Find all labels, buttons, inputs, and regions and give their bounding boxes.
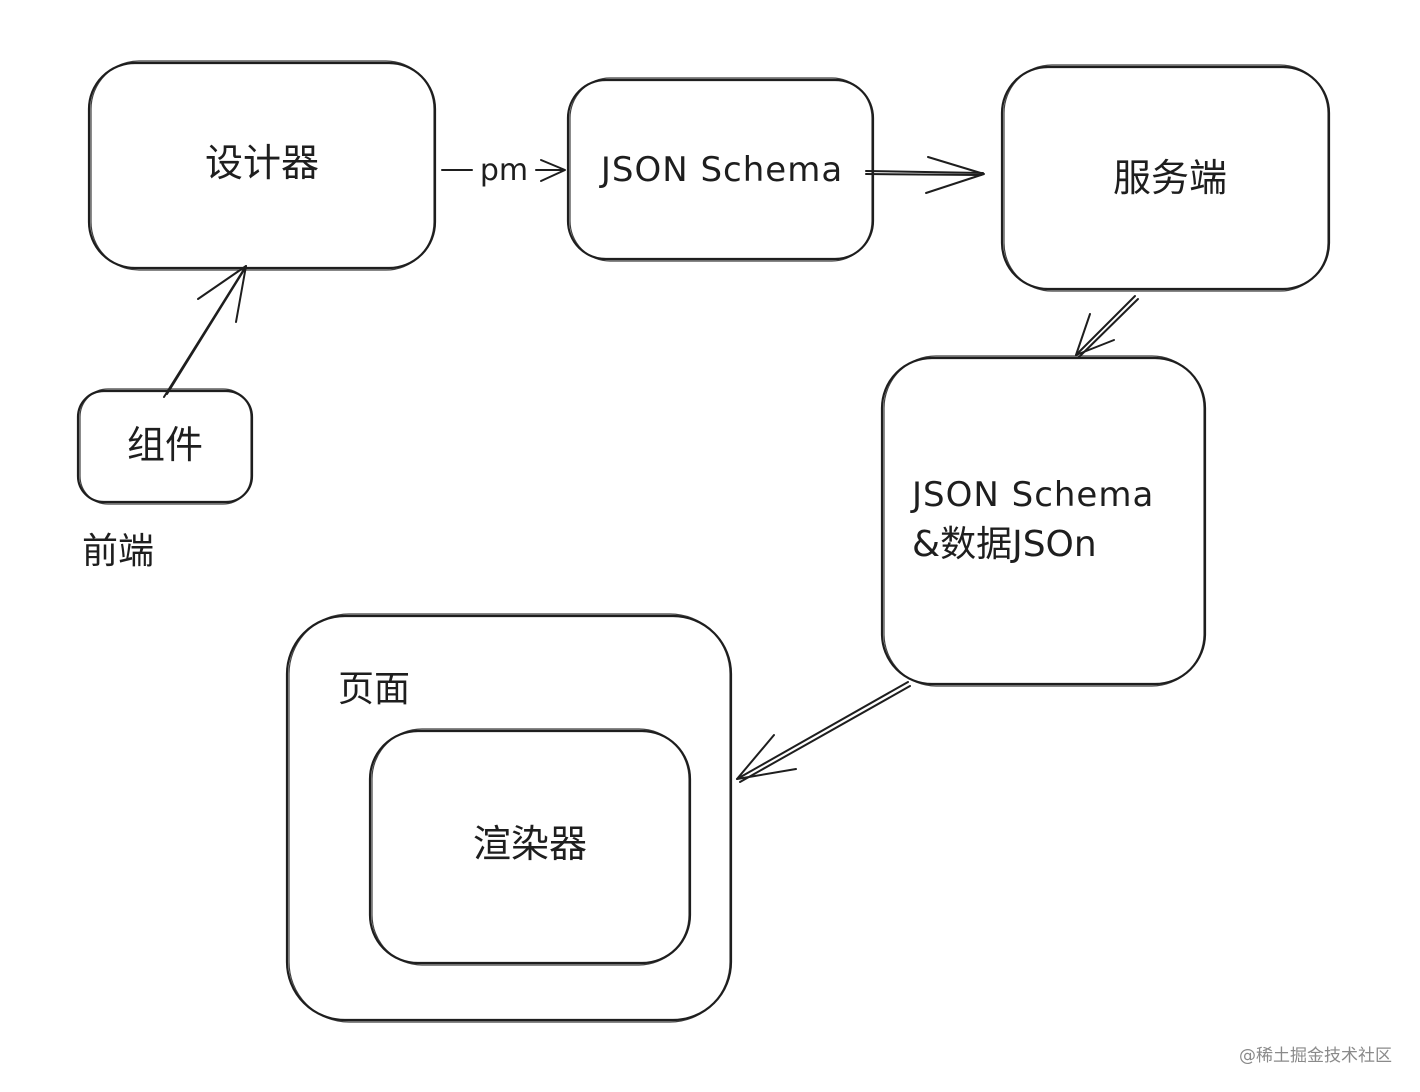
- node-designer-label: 设计器: [205, 141, 319, 185]
- edge-designer-to-schema: pm: [441, 153, 566, 188]
- frontend-note: 前端: [82, 531, 154, 572]
- node-renderer[interactable]: 渲染器: [368, 728, 692, 966]
- edge-schema-to-server: [865, 156, 985, 194]
- node-schema-data[interactable]: JSON Schema &数据JSOn: [880, 355, 1207, 687]
- node-component-label: 组件: [127, 423, 203, 467]
- node-renderer-label: 渲染器: [473, 822, 587, 866]
- node-schema-data-line1: JSON Schema: [910, 475, 1154, 515]
- node-schema-label: JSON Schema: [599, 150, 843, 190]
- node-schema-data-line2: &数据JSOn: [912, 524, 1097, 565]
- node-server-label: 服务端: [1113, 156, 1227, 200]
- edge-designer-to-schema-label: pm: [480, 153, 528, 188]
- node-designer[interactable]: 设计器: [87, 60, 437, 271]
- node-page[interactable]: 页面: [285, 613, 733, 1023]
- edge-schema-data-to-page: [736, 681, 911, 783]
- watermark: @稀土掘金技术社区: [1239, 1046, 1392, 1066]
- node-server[interactable]: 服务端: [1000, 64, 1331, 292]
- node-schema[interactable]: JSON Schema: [566, 77, 875, 262]
- node-component[interactable]: 组件: [76, 388, 254, 505]
- node-page-label: 页面: [338, 669, 410, 710]
- edge-server-to-schema-data: [1075, 295, 1139, 358]
- edge-component-to-designer: [163, 265, 247, 398]
